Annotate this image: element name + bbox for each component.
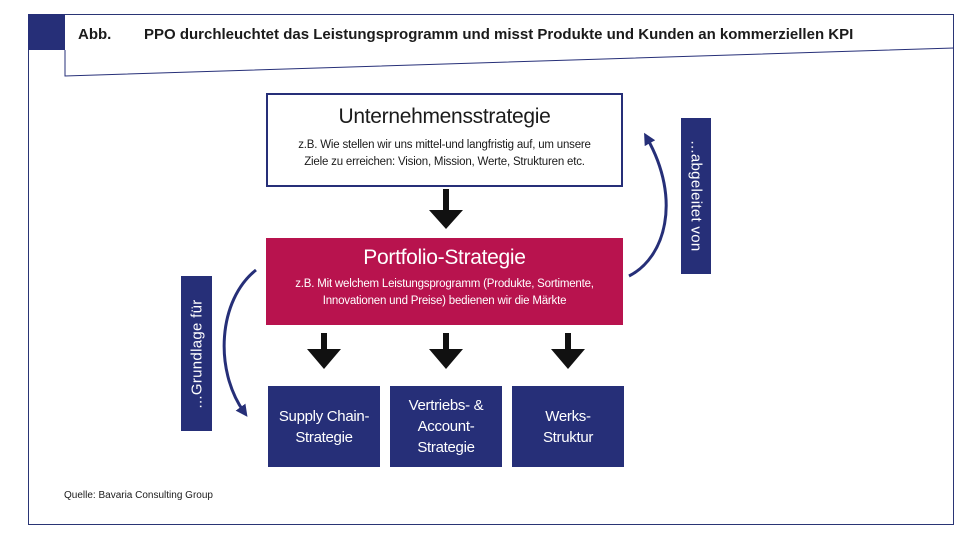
sales-account-line3: Strategie [417,439,475,456]
figure-title: PPO durchleuchtet das Leistungsprogramm … [144,26,854,43]
down-arrow-3 [429,333,463,369]
source-note: Quelle: Bavaria Consulting Group [64,490,213,501]
down-arrow-1 [429,189,463,229]
supply-chain-line2: Strategie [295,428,353,446]
corporate-strategy-title: Unternehmensstrategie [338,105,551,128]
plant-structure-line2: Struktur [542,428,594,446]
sales-account-strategy-box: Vertriebs- & Account- Strategie [390,386,502,467]
portfolio-strategy-title: Portfolio-Strategie [363,246,526,269]
plant-structure-box: Werks- Struktur [512,386,624,467]
sales-account-line1: Vertriebs- & [408,397,484,414]
plant-structure-line1: Werks- [545,407,591,425]
down-arrow-4 [551,333,585,369]
portfolio-strategy-desc-line2: Innovationen und Preise) bedienen wir di… [322,295,567,307]
figure-frame [28,14,954,525]
supply-chain-strategy-box: Supply Chain- Strategie [268,386,380,467]
corporate-strategy-desc-line2: Ziele zu erreichen: Vision, Mission, Wer… [304,156,585,168]
portfolio-strategy-box: Portfolio-Strategie z.B. Mit welchem Lei… [266,238,623,325]
corporate-strategy-box: Unternehmensstrategie z.B. Wie stellen w… [266,93,623,187]
curved-arrow-right [628,132,668,278]
sales-account-line2: Account- [417,418,475,435]
figure-number: Abb. [78,26,112,43]
corporate-strategy-desc-line1: z.B. Wie stellen wir uns mittel-und lang… [298,139,591,151]
header-corner-block [28,14,65,50]
curved-arrow-left [222,268,257,417]
portfolio-strategy-desc-line1: z.B. Mit welchem Leistungsprogramm (Prod… [295,278,594,290]
supply-chain-line1: Supply Chain- [278,407,370,425]
down-arrow-2 [307,333,341,369]
derived-from-label: ...abgeleitet von [681,118,711,274]
basis-for-label: ...Grundlage für [181,276,212,431]
